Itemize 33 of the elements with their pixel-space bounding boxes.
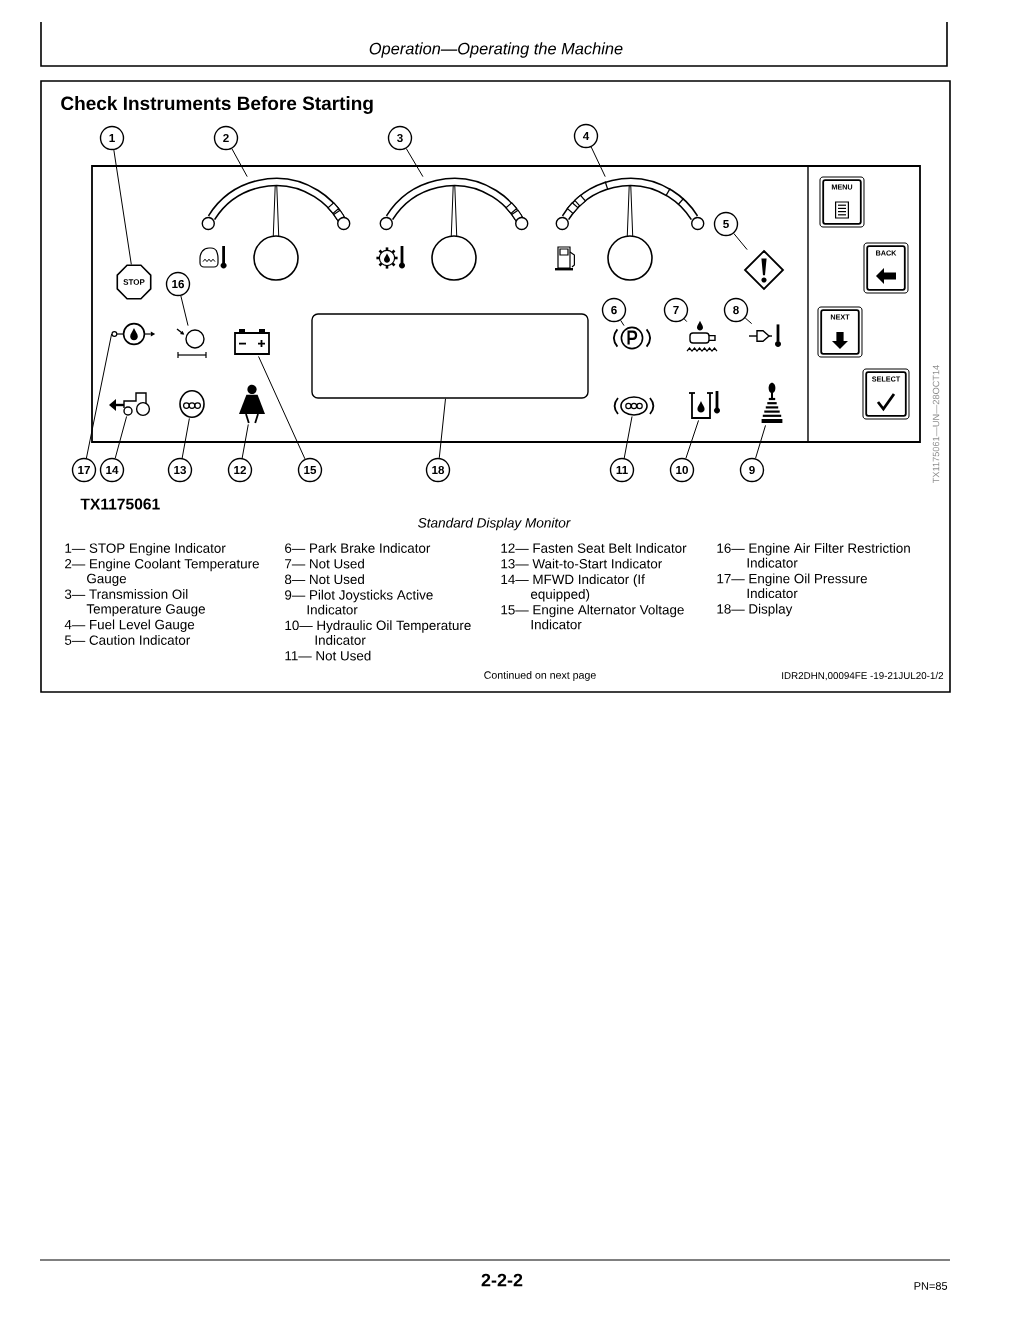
leader-line [258,355,306,460]
leader-line [590,146,606,178]
tractor-icon [109,392,151,417]
chain-icon [613,396,655,416]
park-brake-icon [613,326,651,350]
leader-line [114,415,128,459]
oil-can-icon [111,322,156,346]
display-screen [311,313,589,399]
running-header: Operation—Operating the Machine [369,42,623,58]
leader-line [623,415,633,459]
leader-line [405,148,424,178]
leader-line [685,419,700,459]
leader-line [231,148,248,178]
leader-line [85,333,113,459]
leader-line [180,295,189,327]
monitor-panel [91,165,921,443]
leader-line [733,232,748,251]
leader-line [755,424,766,459]
nozzle-thermometer-icon [748,324,781,347]
joystick-icon [761,382,783,423]
leader-line [181,417,190,459]
leader-line [241,423,249,459]
section-title: Check Instruments Before Starting [61,96,373,114]
coil-icon [179,390,205,418]
air-filter-icon [176,328,207,359]
leader-line [620,319,625,327]
leader-line [438,398,446,459]
seated-person-icon [239,384,265,424]
battery-icon [234,329,270,355]
leader-line [744,317,753,325]
tank-thermometer-icon [688,391,720,419]
engine-drop-icon [686,320,718,352]
page-number: 2-2-2 [481,1273,523,1287]
